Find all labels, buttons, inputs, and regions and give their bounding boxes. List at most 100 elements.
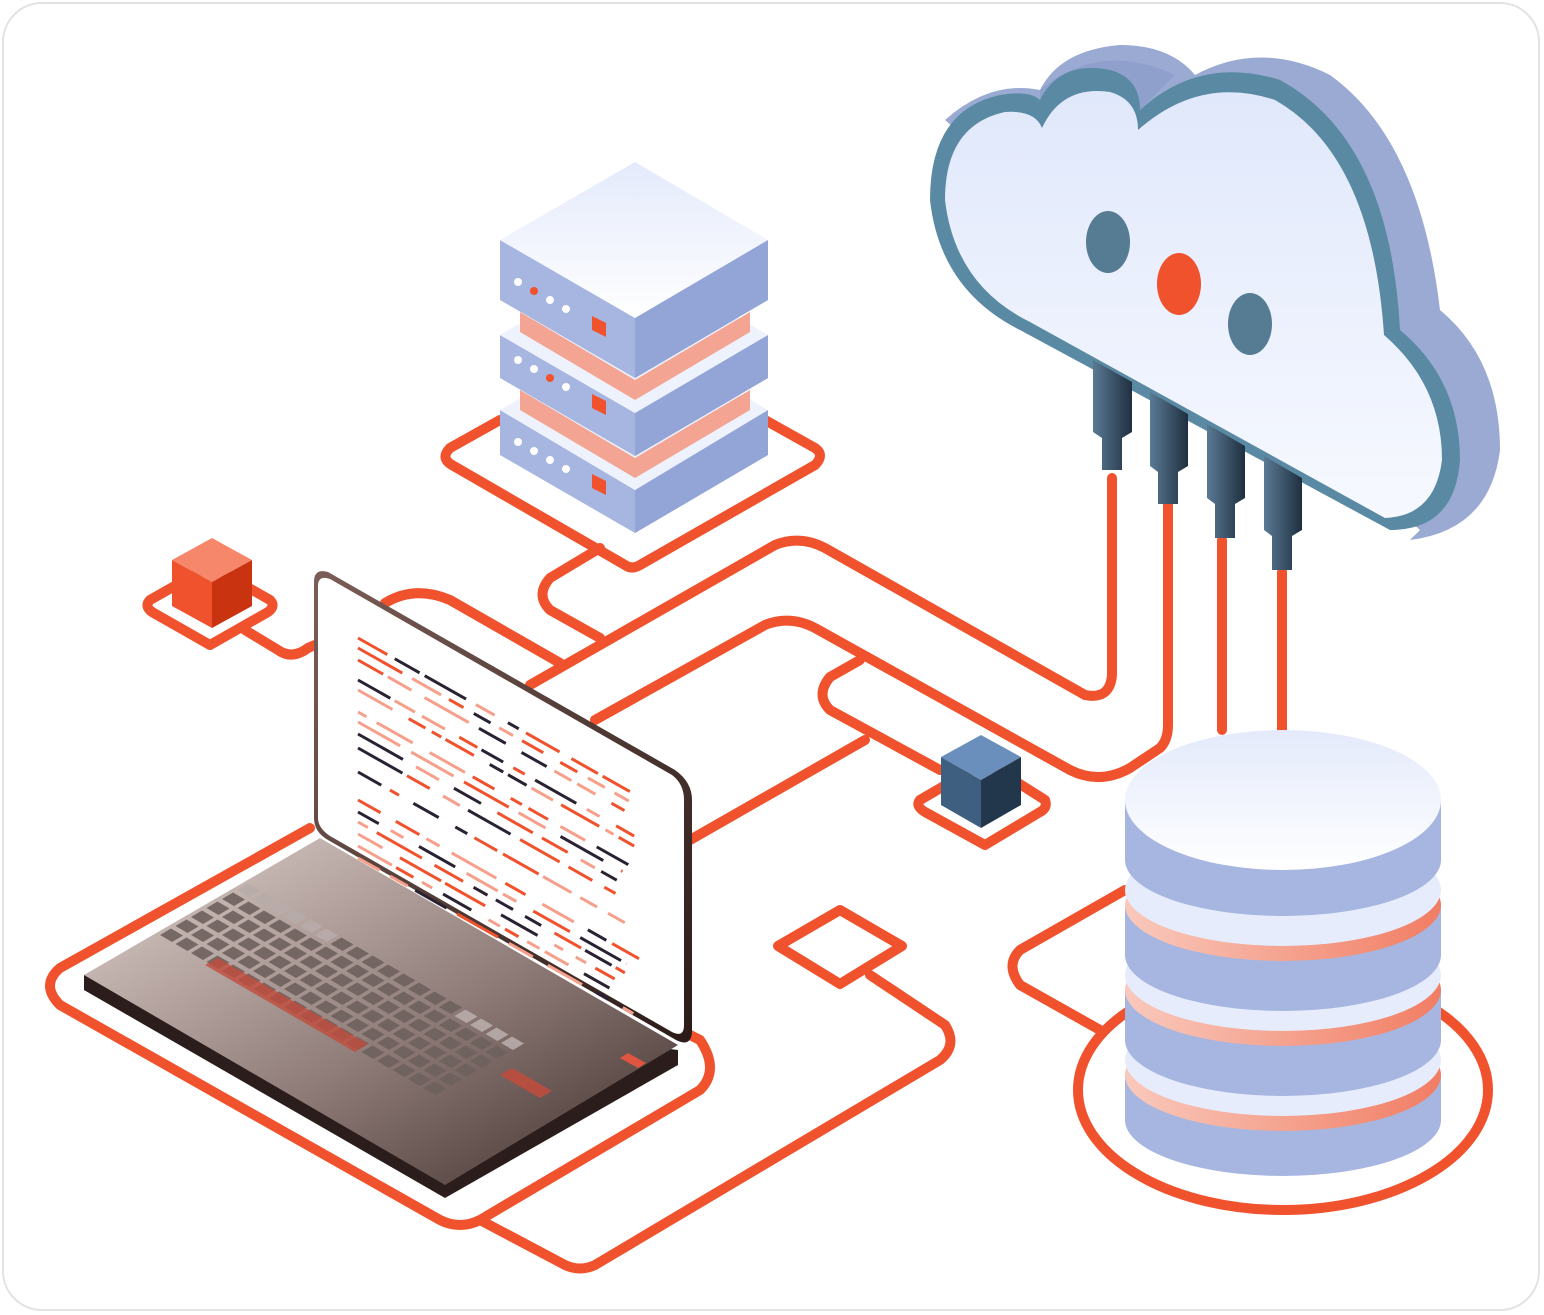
code-line-segment [553,769,573,782]
code-line-segment [622,1006,635,1015]
keyboard-key [175,919,199,933]
keyboard-key [439,1000,462,1014]
keyboard-key [237,937,261,951]
code-line-segment [507,773,528,787]
keyboard-key [454,1027,478,1041]
keyboard-key [392,1045,416,1059]
keyboard-key [268,937,292,951]
server-port [592,474,606,495]
code-line-segment [524,915,542,927]
keyboard-key [330,973,354,987]
code-line-segment [495,898,514,911]
code-line-segment [517,811,547,830]
code-line-segment [547,963,583,986]
code-line-segment [453,786,482,805]
keyboard-key [253,928,276,942]
code-line-segment [512,766,526,776]
server-port [592,316,606,337]
keyboard-key [284,964,307,978]
code-line-segment [458,735,479,749]
code-line-segment [444,738,475,757]
code-line-segment [395,820,421,837]
keyboard-key [423,1081,447,1095]
code-line-segment [357,820,369,829]
enter-key [500,1068,552,1098]
server-led-lights [514,278,570,473]
keyboard-key [268,955,292,969]
keyboard-key [346,1000,369,1014]
code-line-segment [423,696,470,724]
laptop-screen [318,577,684,1034]
code-line-segment [519,838,561,864]
keyboard-key [268,919,292,933]
code-line-segment [429,751,466,774]
code-line-segment [595,845,630,867]
code-line-segment [487,918,501,928]
keyboard-key [222,946,245,960]
code-line-segment [415,765,440,782]
keyboard-key [284,946,307,960]
code-line-segment [508,941,534,959]
keyboard-key [268,973,292,987]
code-line-segment [576,782,597,796]
code-line-segment [507,721,520,731]
keyboard-key [423,991,447,1005]
code-line-segment [421,714,446,731]
keyboard-key [222,928,245,942]
code-line-segment [502,852,540,876]
cloud-status-dot [1228,293,1272,355]
code-line-segment [544,950,570,967]
keyboard-key [206,919,230,933]
keyboard-key [377,1000,400,1014]
keyboard-key [392,991,416,1005]
code-line-segment [604,828,615,836]
code-line-segment [407,717,427,730]
keyboard-key [315,964,338,978]
code-line-segment [450,851,498,880]
cloud-status-dot [1086,211,1130,273]
keyboard-key [253,946,276,960]
code-line-segment [387,675,413,692]
node-to-laptop-wire [685,735,870,845]
keyboard-key [423,1027,447,1041]
code-line-segment [471,775,496,791]
code-line-segment [442,794,461,807]
code-line-segment [357,658,384,676]
code-line-segment [357,832,384,850]
keyboard-key [206,937,230,951]
code-line-segment [423,674,467,701]
keyboard-key [346,982,369,996]
code-line-segment [502,892,518,903]
code-line-segment [418,845,456,869]
code-lines [357,636,640,1015]
code-line-segment [567,865,594,882]
keyboard-key [361,1009,385,1023]
keyboard-key [408,982,431,996]
keyboard-key [253,910,276,924]
keyboard-key [454,1009,478,1023]
code-line-segment [411,677,442,697]
keyboard-key [470,1018,493,1032]
code-line-segment [570,757,599,775]
keyboard-key [485,1045,509,1059]
keyboard-key [315,946,338,960]
keyboard-key [439,1036,462,1050]
code-line-segment [579,896,598,909]
keyboard-key [299,973,323,987]
code-line-segment [526,940,541,950]
keyboard-key [408,1000,431,1014]
code-line-segment [498,726,514,737]
code-line-segment [431,730,442,739]
keyboard-key [330,955,354,969]
code-line-segment [412,801,440,819]
keyboard-key [284,928,307,942]
code-line-segment [553,943,564,952]
code-line-segment [478,727,507,745]
cloud [930,45,1500,570]
keyboard-key [439,1054,462,1068]
keyboard-key [377,964,400,978]
code-line-segment [472,885,489,897]
spacebar [205,958,368,1052]
keyboard-key [253,892,276,906]
code-line-segment [580,858,596,870]
